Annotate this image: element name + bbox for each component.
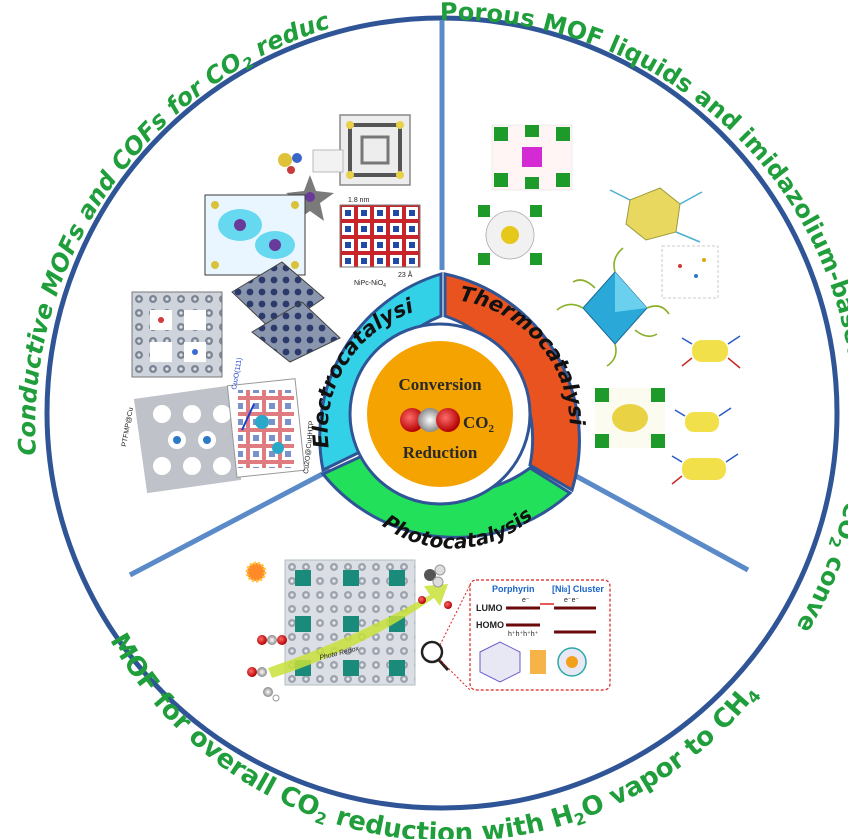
inset-yellow-molecule-2 (674, 407, 732, 432)
nipc-label: NiPc-NiO4 (354, 280, 386, 289)
molecules-right (418, 564, 452, 609)
inset-cyan-framework (204, 194, 306, 276)
inset-star-cluster (286, 175, 334, 221)
co2-molecule-icon (400, 408, 460, 432)
inset-yellow-molecule-3 (671, 453, 739, 485)
electron-label-2: e⁻e⁻ (564, 597, 579, 604)
inset-green-framework-3 (595, 388, 665, 448)
inset-yellow-molecule-1 (681, 335, 741, 369)
photo-insets: Photo Redox Porphyrin [Ni8] Cluster LUMO… (245, 559, 611, 702)
sun-icon (245, 561, 267, 583)
inset-blue-octahedron (556, 247, 670, 367)
lumo-label: LUMO (476, 603, 503, 613)
magnifier-icon (420, 640, 450, 672)
molecules-left (247, 635, 287, 702)
inset-cubic-frame (339, 114, 411, 186)
thermo-insets (478, 124, 741, 485)
dim-label-1: 1.8 nm (348, 197, 370, 204)
hole-label: h⁺h⁺h⁺h⁺ (508, 631, 539, 638)
photo-redox-arrow (268, 584, 448, 678)
dim-label-2: 23 Å (398, 270, 413, 279)
inset-nipc-grid: 1.8 nm 23 Å NiPc-NiO4 (339, 197, 421, 289)
inset-green-framework-1 (491, 124, 573, 191)
porphyrin-label: Porphyrin (492, 584, 535, 594)
cluster-label: [Ni8] Cluster (552, 584, 604, 594)
energy-diagram-inset: Porphyrin [Ni8] Cluster LUMO HOMO e⁻ e⁻e… (469, 579, 611, 691)
homo-label: HOMO (476, 620, 504, 630)
electron-label-1: e⁻ (522, 597, 530, 604)
inset-blue-lattice (231, 261, 341, 363)
divider-right (563, 467, 750, 573)
center-conversion: Conversion (398, 375, 482, 394)
inset-yellow-cage (609, 187, 719, 299)
center-co2: CO2 (463, 413, 495, 435)
inset-square-lattice (131, 291, 223, 378)
inset-honeycomb: PTFMP@Cu (121, 385, 242, 494)
divider-left (128, 467, 332, 578)
inset-green-framework-2 (478, 205, 542, 265)
inset-molecule-small (278, 149, 344, 174)
cu2o-label: Cu2O(111) (231, 357, 244, 390)
center-reduction: Reduction (403, 443, 478, 462)
